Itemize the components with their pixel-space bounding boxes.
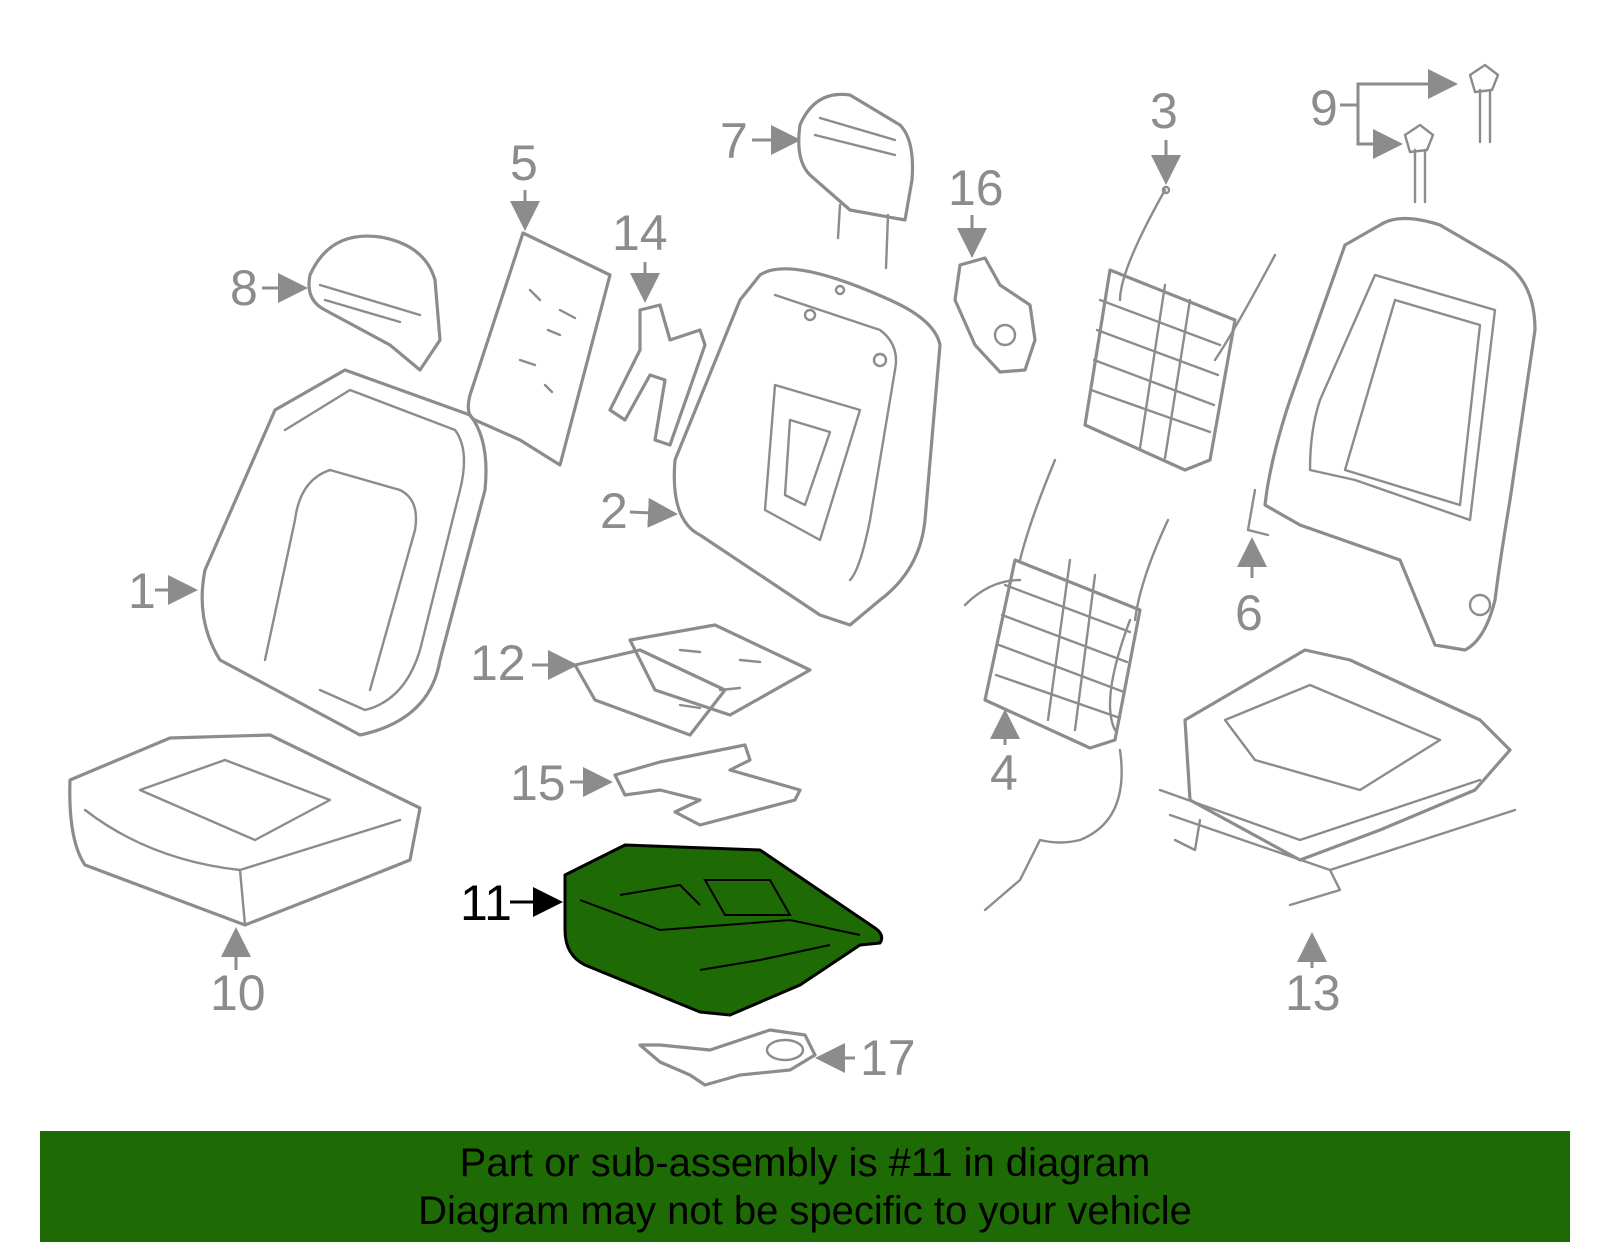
part-8-headrest-cover [307, 234, 442, 372]
callout-6: 6 [1235, 537, 1267, 641]
part-16-actuator [953, 256, 1037, 374]
callout-15: 15 [510, 755, 613, 811]
part-14-back-insert [608, 303, 707, 447]
callout-13: 13 [1285, 932, 1341, 1021]
callout-number-7: 7 [720, 113, 748, 169]
part-7-headrest [797, 92, 915, 270]
callout-number-13: 13 [1285, 965, 1341, 1021]
callout-5: 5 [510, 135, 540, 231]
part-17-module [638, 1028, 817, 1087]
part-1-seatback-cover [200, 368, 488, 737]
part-9-headrest-guides [1403, 63, 1500, 204]
callout-11: 11 [460, 875, 563, 931]
callout-number-5: 5 [510, 135, 538, 191]
part-2-seatback-pad [672, 267, 942, 627]
callout-10: 10 [210, 927, 266, 1021]
part-13-seat-track [1158, 648, 1517, 907]
part-3-spring-mat [1083, 185, 1277, 472]
seat-parts-diagram: 1 2 3 4 [68, 63, 1537, 1087]
callout-number-1: 1 [128, 563, 156, 619]
part-5-back-panel [466, 231, 612, 467]
callout-number-8: 8 [230, 260, 258, 316]
callout-3: 3 [1150, 83, 1181, 185]
callout-14: 14 [612, 205, 668, 303]
callout-number-9: 9 [1310, 80, 1338, 136]
callout-16: 16 [948, 160, 1004, 258]
callout-number-11: 11 [460, 875, 512, 931]
part-4-lumbar-support [963, 458, 1170, 912]
part-10-cushion-cover [68, 733, 422, 927]
callout-number-2: 2 [600, 483, 628, 539]
callout-number-4: 4 [990, 745, 1018, 801]
part-12-cushion-panels [573, 623, 812, 737]
callout-number-3: 3 [1150, 83, 1178, 139]
callout-number-6: 6 [1235, 585, 1263, 641]
callout-2: 2 [600, 483, 678, 539]
callout-number-14: 14 [612, 205, 668, 261]
callout-12: 12 [470, 635, 578, 691]
callout-number-16: 16 [948, 160, 1004, 216]
banner-line-1: Part or sub-assembly is #11 in diagram [459, 1140, 1151, 1185]
callout-4: 4 [990, 709, 1020, 801]
part-15-cushion-insert [613, 743, 802, 827]
part-6-seatback-frame [1246, 216, 1537, 652]
callout-number-15: 15 [510, 755, 566, 811]
callout-number-17: 17 [860, 1030, 916, 1086]
banner-line-2: Diagram may not be specific to your vehi… [418, 1188, 1192, 1233]
callout-8: 8 [230, 260, 308, 316]
part-11-cushion-pad [563, 843, 884, 1017]
callout-17: 17 [815, 1030, 916, 1086]
info-banner: Part or sub-assembly is #11 in diagram D… [40, 1131, 1570, 1242]
callout-number-12: 12 [470, 635, 526, 691]
callout-number-10: 10 [210, 965, 266, 1021]
callout-9: 9 [1310, 69, 1458, 159]
callout-1: 1 [128, 563, 198, 619]
callout-7: 7 [720, 113, 801, 169]
